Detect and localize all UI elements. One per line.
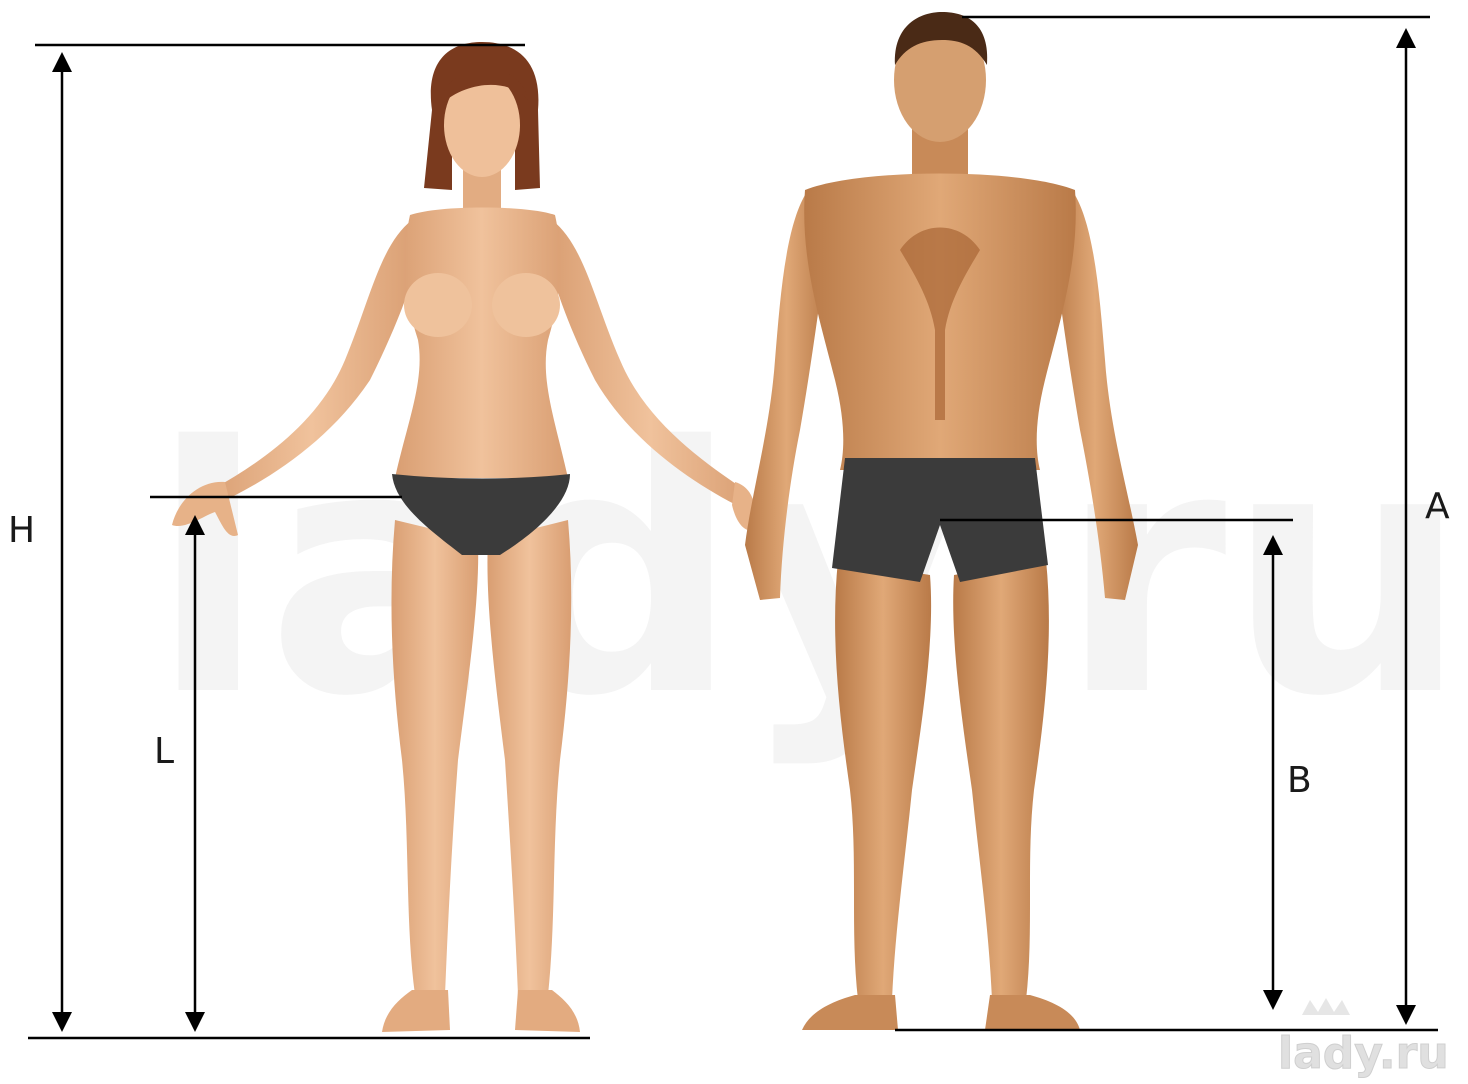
corner-watermark: lady.ru xyxy=(1278,998,1449,1079)
male-right-leg xyxy=(953,560,1049,1000)
label-b: B xyxy=(1287,760,1312,801)
watermark: lady.ru xyxy=(150,375,1468,771)
female-right-foot xyxy=(515,990,580,1032)
male-left-foot xyxy=(802,995,898,1030)
label-a: A xyxy=(1425,486,1450,527)
crown-icon xyxy=(1302,998,1350,1015)
watermark-text: lady.ru xyxy=(150,375,1468,771)
label-l: L xyxy=(154,731,174,772)
female-torso xyxy=(395,208,568,479)
male-left-leg xyxy=(835,560,931,1000)
female-chest-right xyxy=(492,273,560,337)
corner-watermark-text: lady.ru xyxy=(1278,1028,1449,1079)
label-h: H xyxy=(8,510,35,551)
female-chest-left xyxy=(404,273,472,337)
female-left-foot xyxy=(382,990,450,1032)
male-right-foot xyxy=(985,995,1080,1030)
